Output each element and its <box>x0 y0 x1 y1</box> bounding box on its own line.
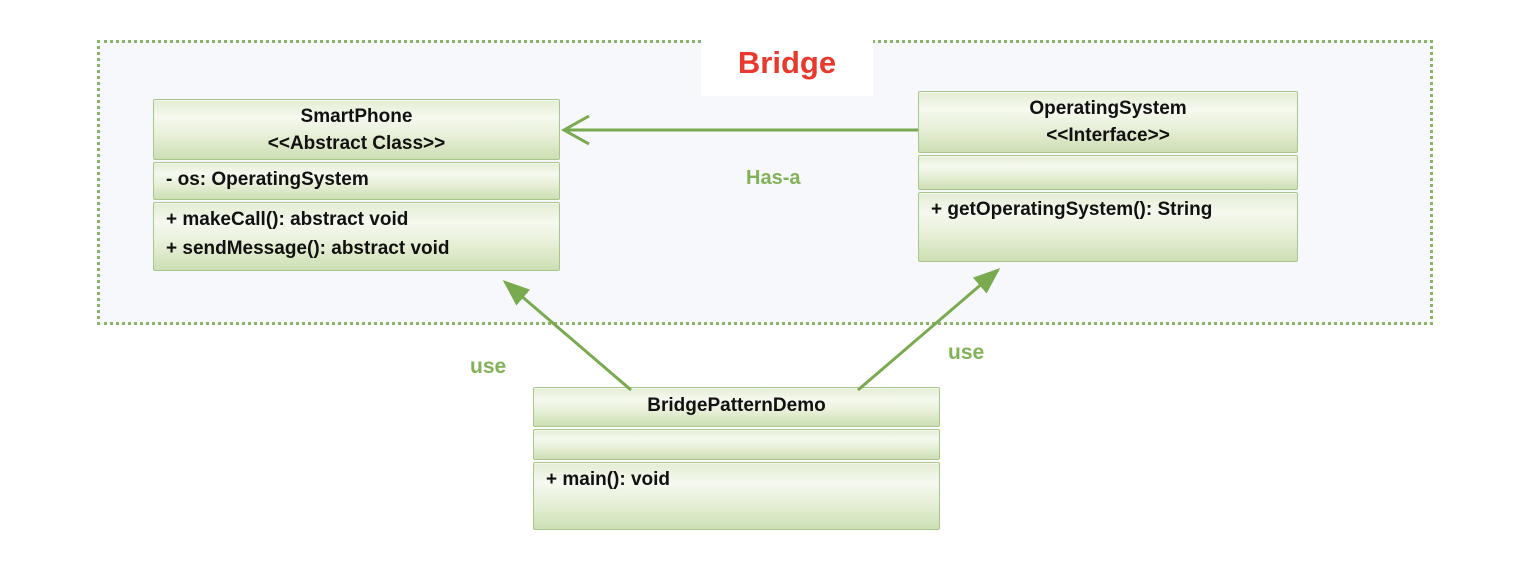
smartphone-method-sendmessage: + sendMessage(): abstract void <box>166 238 450 259</box>
bridge-title: Bridge <box>737 45 837 80</box>
bridge-title-plate: Bridge <box>701 30 873 96</box>
smartphone-stereotype: <<Abstract Class>> <box>267 133 446 154</box>
operating-system-stereotype: <<Interface>> <box>1046 125 1170 146</box>
class-box-bridge-pattern-demo: BridgePatternDemo + main(): void <box>533 387 940 532</box>
smartphone-class-name: SmartPhone <box>300 106 413 127</box>
bridge-pattern-demo-class-name: BridgePatternDemo <box>647 395 826 416</box>
bridge-pattern-demo-attributes-empty <box>534 430 939 432</box>
operating-system-attributes-empty <box>919 156 1297 158</box>
bridge-pattern-demo-method-main: + main(): void <box>546 469 671 490</box>
bridge-pattern-demo-header-section: BridgePatternDemo <box>533 387 940 427</box>
smartphone-method-makecall: + makeCall(): abstract void <box>166 209 409 230</box>
operating-system-attributes-section <box>918 155 1298 190</box>
operating-system-method-getoperatingsystem: + getOperatingSystem(): String <box>931 199 1213 220</box>
use-label-right: use <box>948 341 985 364</box>
operating-system-class-name: OperatingSystem <box>1029 98 1187 119</box>
has-a-label: Has-a <box>746 167 801 189</box>
operating-system-header-section: OperatingSystem <<Interface>> <box>918 91 1298 153</box>
smartphone-attribute-os: - os: OperatingSystem <box>166 169 369 190</box>
smartphone-methods-section: + makeCall(): abstract void + sendMessag… <box>153 202 560 271</box>
smartphone-header-section: SmartPhone <<Abstract Class>> <box>153 99 560 160</box>
bridge-pattern-demo-attributes-section <box>533 429 940 460</box>
smartphone-attributes-section: - os: OperatingSystem <box>153 162 560 200</box>
class-box-smartphone: SmartPhone <<Abstract Class>> - os: Oper… <box>153 99 560 273</box>
class-box-operating-system: OperatingSystem <<Interface>> + getOpera… <box>918 91 1298 264</box>
operating-system-methods-section: + getOperatingSystem(): String <box>918 192 1298 262</box>
bridge-pattern-demo-methods-section: + main(): void <box>533 462 940 530</box>
use-label-left: use <box>470 355 507 378</box>
